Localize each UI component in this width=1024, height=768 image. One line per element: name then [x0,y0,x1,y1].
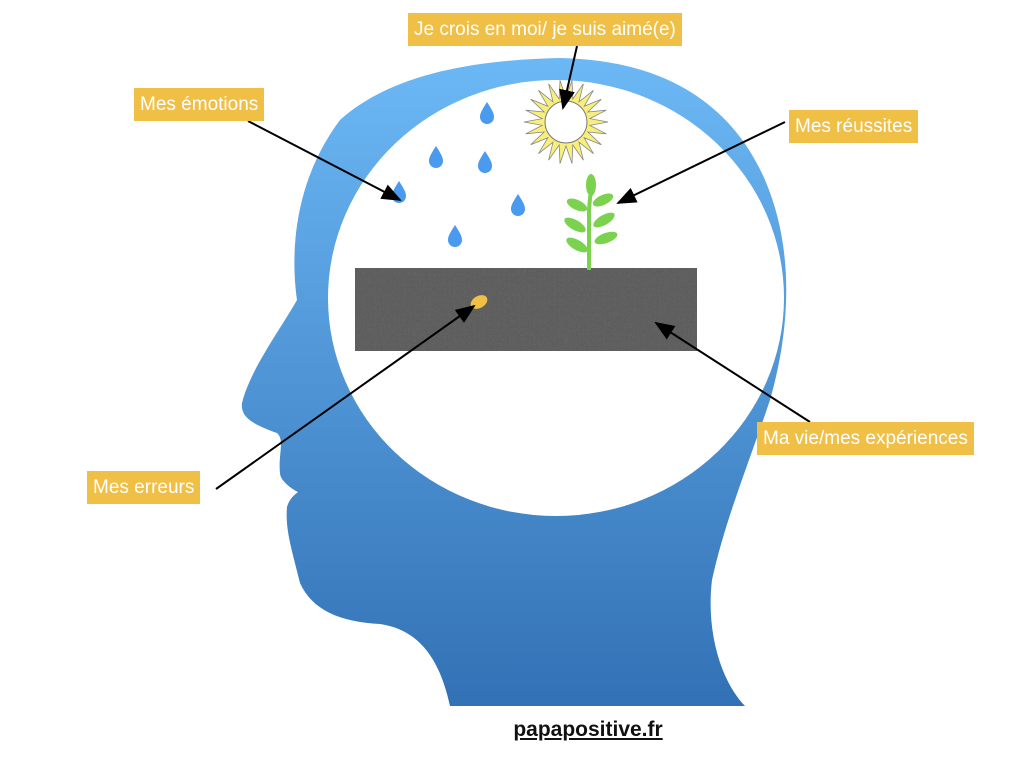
label-emotions: Mes émotions [134,88,265,121]
label-mistakes: Mes erreurs [87,471,201,504]
sun-icon [523,80,609,164]
arrow-successes [616,121,786,204]
plant-icon [564,174,618,270]
drop-icon [429,146,443,168]
arrow-mistakes [215,304,476,490]
arrow-emotions [247,120,402,201]
drop-icon [480,102,494,124]
raindrops [392,102,525,247]
drop-icon [511,194,525,216]
footer-link[interactable]: papapositive.fr [513,718,663,741]
label-successes: Mes réussites [789,110,919,143]
drop-icon [478,151,492,173]
drop-icon [448,225,462,247]
arrow-life [654,321,811,423]
arrow-self-belief [559,45,578,110]
label-life: Ma vie/mes expériences [757,422,974,455]
label-self-belief: Je crois en moi/ je suis aimé(e) [408,13,682,46]
arrows [215,45,811,490]
